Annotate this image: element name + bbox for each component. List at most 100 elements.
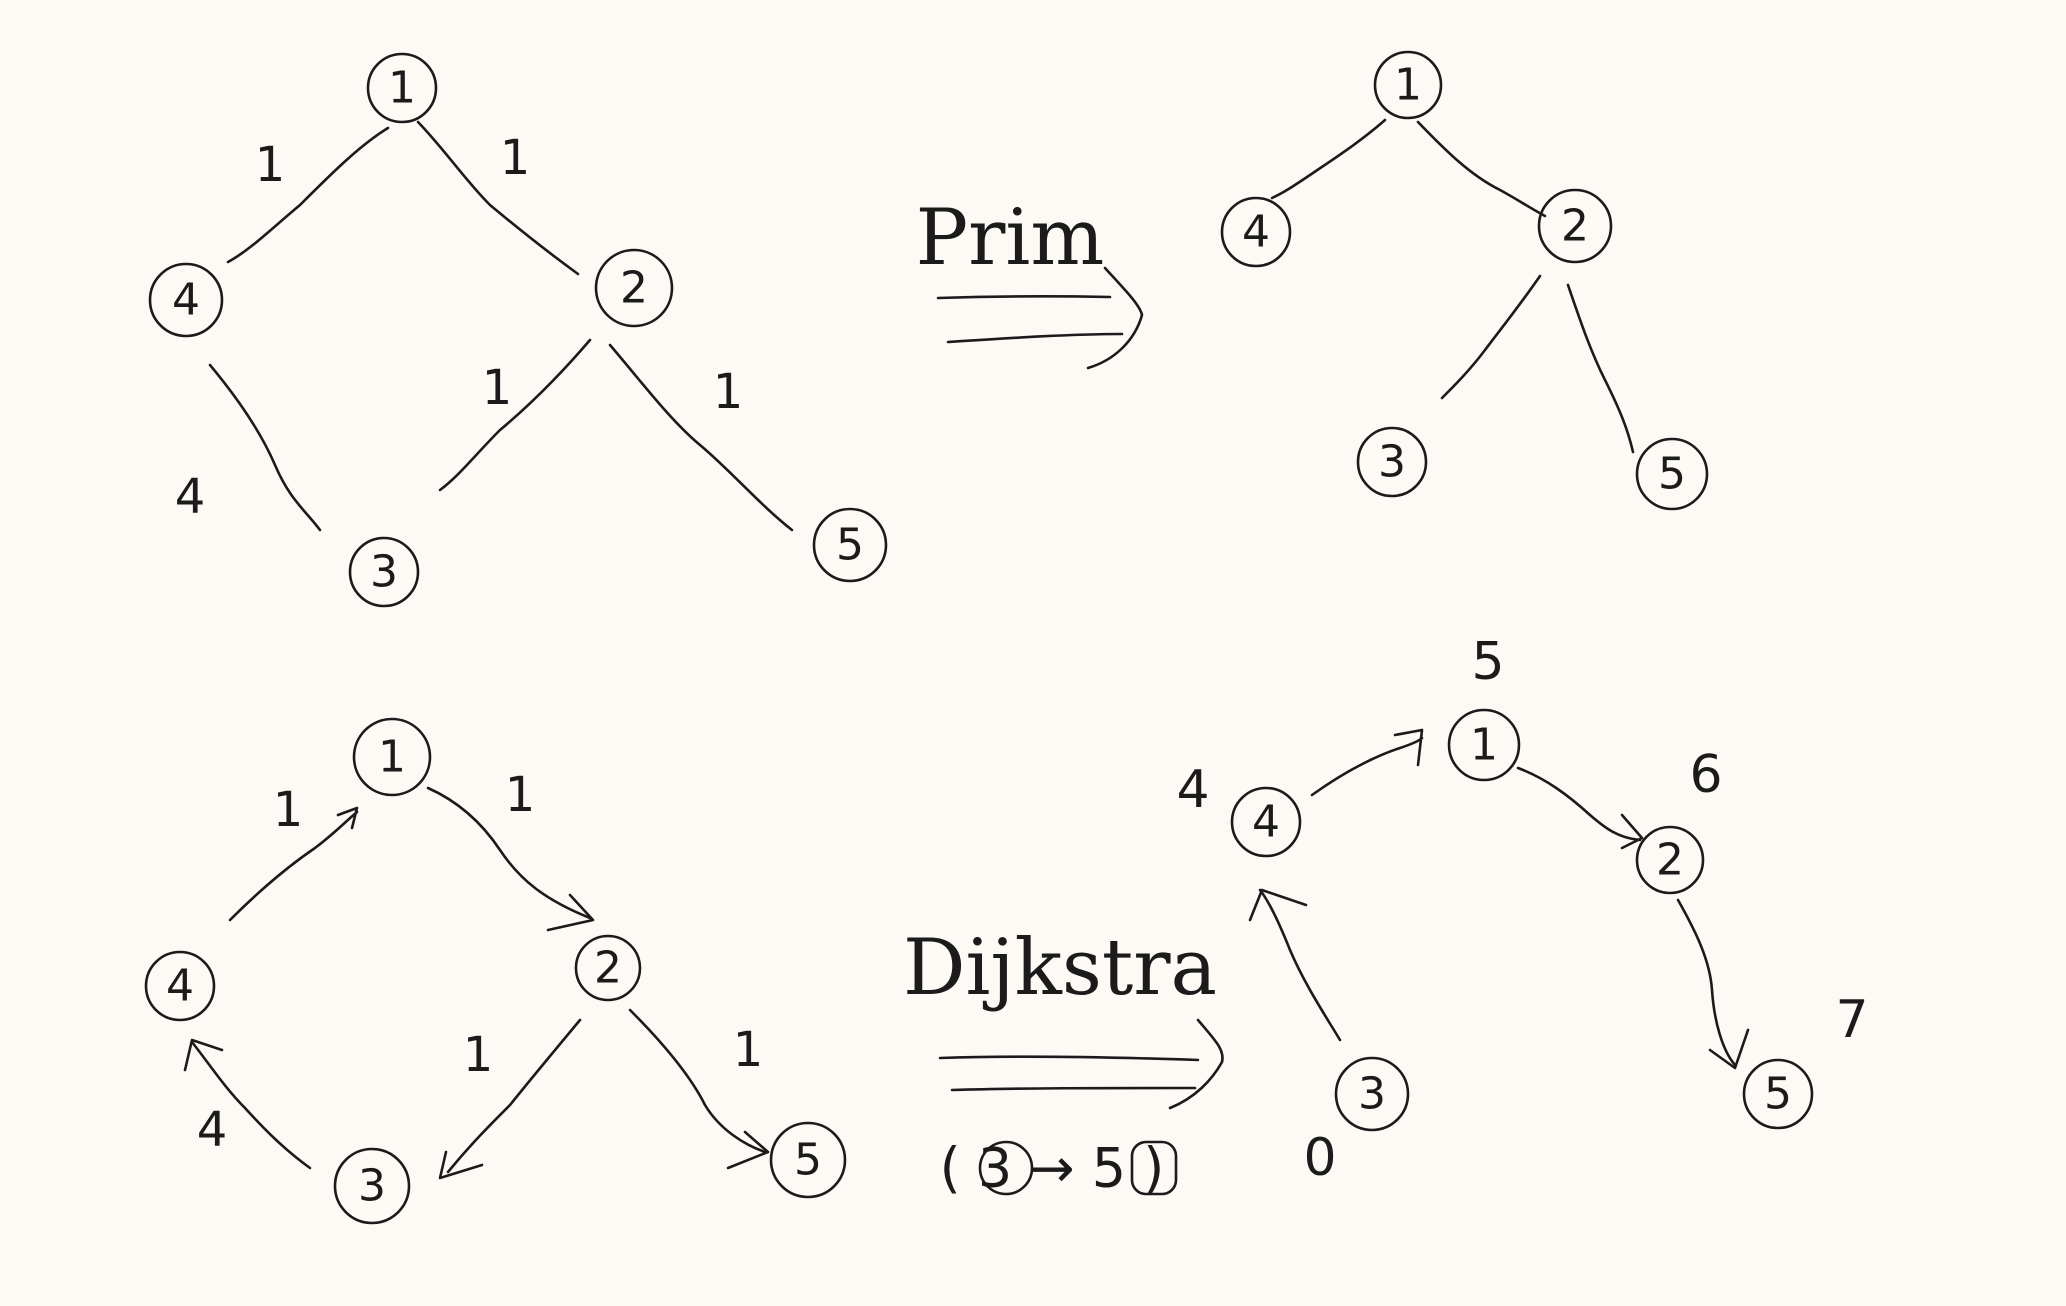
node-3: 3 (1334, 1056, 1410, 1132)
node-label: 4 (1252, 797, 1280, 848)
note-node-3-ring (978, 1140, 1034, 1196)
node-2: 2 (1537, 188, 1613, 264)
edge-2-5 (1566, 283, 1635, 454)
weight-4-3: 4 (175, 469, 206, 525)
arrowhead-edge-4-1 (336, 806, 359, 830)
weight-2-5: 1 (733, 1022, 764, 1078)
node-1: 1 (1373, 50, 1443, 120)
weight-1-2: 1 (500, 130, 531, 186)
dist-node-3: 0 (1303, 1128, 1336, 1188)
node-1: 1 (352, 717, 432, 797)
node-3: 3 (333, 1147, 411, 1225)
node-label: 4 (1242, 207, 1270, 258)
node-2: 2 (594, 248, 674, 328)
node-5: 5 (769, 1121, 847, 1199)
node-label: 1 (1394, 60, 1422, 111)
edge-1-2 (1516, 766, 1642, 842)
edge-1-2 (426, 786, 592, 920)
weight-4-1: 1 (273, 782, 304, 838)
edge-2-3 (446, 1018, 582, 1174)
node-4: 4 (1230, 786, 1302, 858)
arrowhead-edge-1-2 (546, 893, 595, 932)
dist-node-4: 4 (1176, 760, 1209, 820)
node-2: 2 (574, 934, 642, 1002)
arrow-shaft-top (938, 1055, 1200, 1062)
node-3: 3 (348, 536, 420, 608)
weight-2-3: 1 (463, 1027, 494, 1083)
node-label: 1 (1470, 720, 1498, 771)
node-4: 4 (1220, 196, 1292, 268)
dijkstra-label: Dijkstra (903, 923, 1217, 1013)
node-label: 2 (620, 263, 648, 314)
node-2: 2 (1635, 825, 1705, 895)
edge-1-2 (416, 120, 580, 276)
arrow-head (1168, 1018, 1224, 1110)
arrowhead-edge-2-5 (1708, 1028, 1750, 1070)
edge-4-3 (208, 363, 322, 532)
edge-4-1 (1310, 736, 1424, 797)
weight-2-3: 1 (482, 360, 513, 416)
edge-1-4 (1270, 118, 1387, 200)
dijkstra-note: ( 3 → 5 ) (940, 1137, 1165, 1200)
arrowhead-edge-1-2 (1620, 813, 1644, 850)
arrow-shaft-top (936, 295, 1112, 300)
edge-4-1 (228, 810, 359, 922)
node-1: 1 (1447, 708, 1521, 782)
dijkstra-tree: 5 6 0 4 7 1 2 3 4 5 (1176, 632, 1868, 1188)
arrowhead-edge-4-1 (1393, 728, 1424, 767)
node-label: 2 (594, 943, 622, 994)
node-label: 3 (1358, 1069, 1386, 1120)
edge-1-2 (1416, 120, 1547, 218)
dist-node-1: 5 (1471, 632, 1504, 692)
weight-1-4: 1 (255, 137, 286, 193)
node-label: 5 (794, 1135, 822, 1186)
edge-3-4 (1258, 888, 1342, 1042)
node-label: 1 (388, 63, 416, 114)
prim-arrow: Prim (916, 193, 1144, 370)
arrowhead-edge-2-5 (726, 1130, 770, 1170)
weight-1-2: 1 (505, 767, 536, 823)
node-label: 4 (166, 961, 194, 1012)
node-label: 5 (1658, 449, 1686, 500)
node-5: 5 (1635, 437, 1709, 511)
prim-label: Prim (916, 193, 1105, 283)
node-4: 4 (144, 950, 216, 1022)
node-5: 5 (812, 507, 888, 583)
node-3: 3 (1356, 426, 1428, 498)
node-label: 4 (172, 275, 200, 326)
dist-node-5: 7 (1835, 990, 1868, 1050)
edge-2-5 (628, 1008, 767, 1154)
node-4: 4 (148, 262, 224, 338)
edge-2-3 (438, 338, 592, 492)
edge-2-3 (1440, 274, 1542, 400)
weight-2-5: 1 (713, 364, 744, 420)
node-label: 1 (378, 732, 406, 783)
arrowhead-edge-2-3 (438, 1150, 484, 1180)
weight-3-4: 4 (197, 1102, 228, 1158)
edge-2-5 (1676, 898, 1737, 1067)
node-label: 2 (1561, 201, 1589, 252)
node-label: 5 (1764, 1069, 1792, 1120)
arrow-shaft-bottom (946, 332, 1124, 344)
edge-1-4 (226, 126, 390, 264)
node-label: 5 (836, 520, 864, 571)
directed-graph: 1 1 4 1 1 1 2 3 4 5 (144, 717, 847, 1225)
prim-tree: 1 2 3 4 5 (1220, 50, 1709, 511)
arrow-head (1086, 266, 1144, 370)
node-5: 5 (1742, 1058, 1814, 1130)
dijkstra-arrow: Dijkstra ( 3 → 5 ) (903, 923, 1224, 1200)
dist-node-2: 6 (1689, 745, 1722, 805)
arrow-shaft-bottom (950, 1086, 1197, 1092)
node-1: 1 (366, 52, 438, 124)
node-label: 3 (370, 547, 398, 598)
note-node-5-ring (1130, 1140, 1178, 1196)
node-label: 2 (1656, 835, 1684, 886)
edge-3-4 (190, 1040, 312, 1170)
original-graph: 1 1 4 1 1 1 2 3 4 5 (148, 52, 888, 608)
node-label: 3 (358, 1161, 386, 1212)
arrowhead-edge-3-4 (183, 1038, 224, 1072)
arrowhead-edge-3-4 (1248, 888, 1308, 922)
node-label: 3 (1378, 437, 1406, 488)
edge-2-5 (608, 343, 794, 532)
